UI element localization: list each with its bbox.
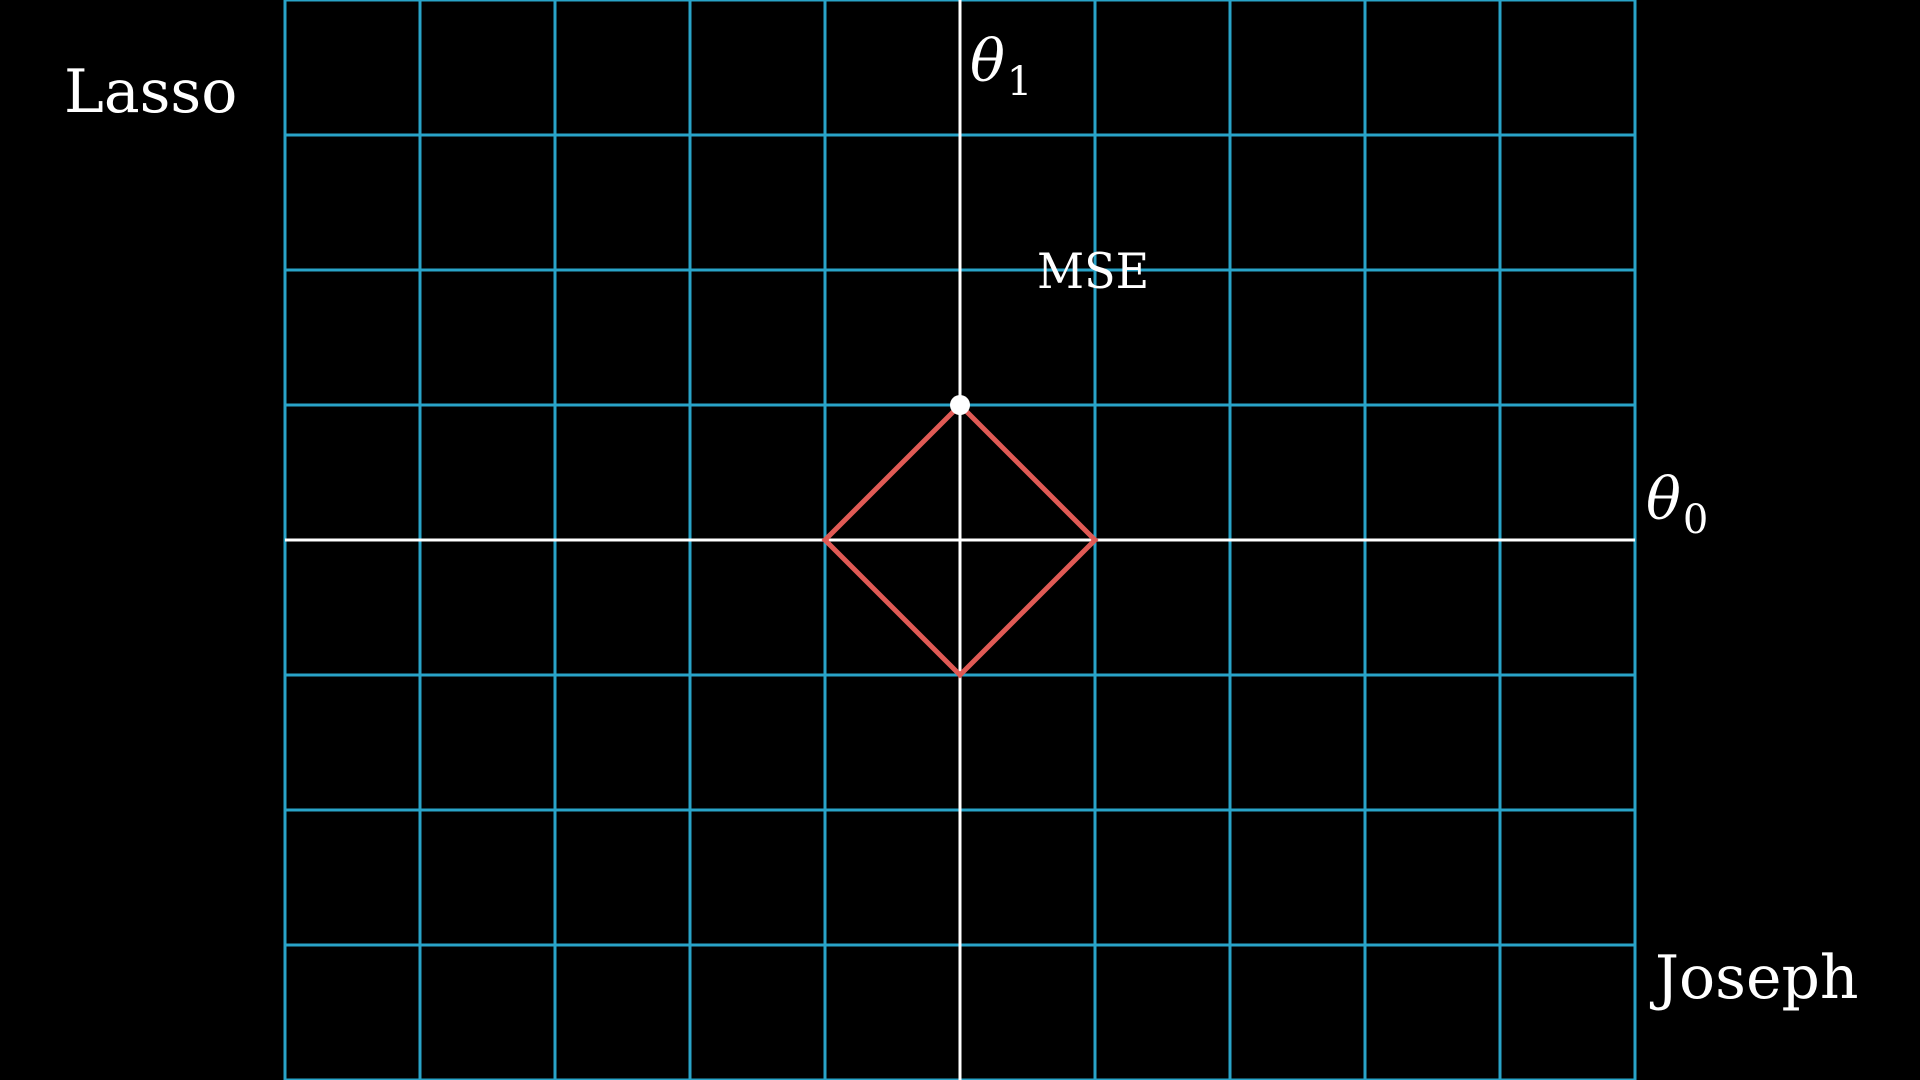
- l1-constraint-diamond: [821, 401, 1099, 679]
- mse-label: MSE: [1037, 242, 1150, 300]
- theta0-subscript: 0: [1682, 497, 1709, 543]
- theta0-symbol: θ: [1646, 465, 1681, 533]
- theta0-axis-label: θ0: [1646, 470, 1708, 540]
- title-label: Lasso: [64, 57, 238, 127]
- solution-point: [950, 395, 970, 415]
- constraint-region: [821, 401, 1099, 679]
- axis-lines: [285, 0, 1635, 1080]
- author-label: Joseph: [1655, 943, 1859, 1013]
- solution-point-group: [950, 395, 970, 415]
- theta1-subscript: 1: [1006, 59, 1033, 105]
- theta1-symbol: θ: [970, 27, 1005, 95]
- theta1-axis-label: θ1: [970, 32, 1032, 102]
